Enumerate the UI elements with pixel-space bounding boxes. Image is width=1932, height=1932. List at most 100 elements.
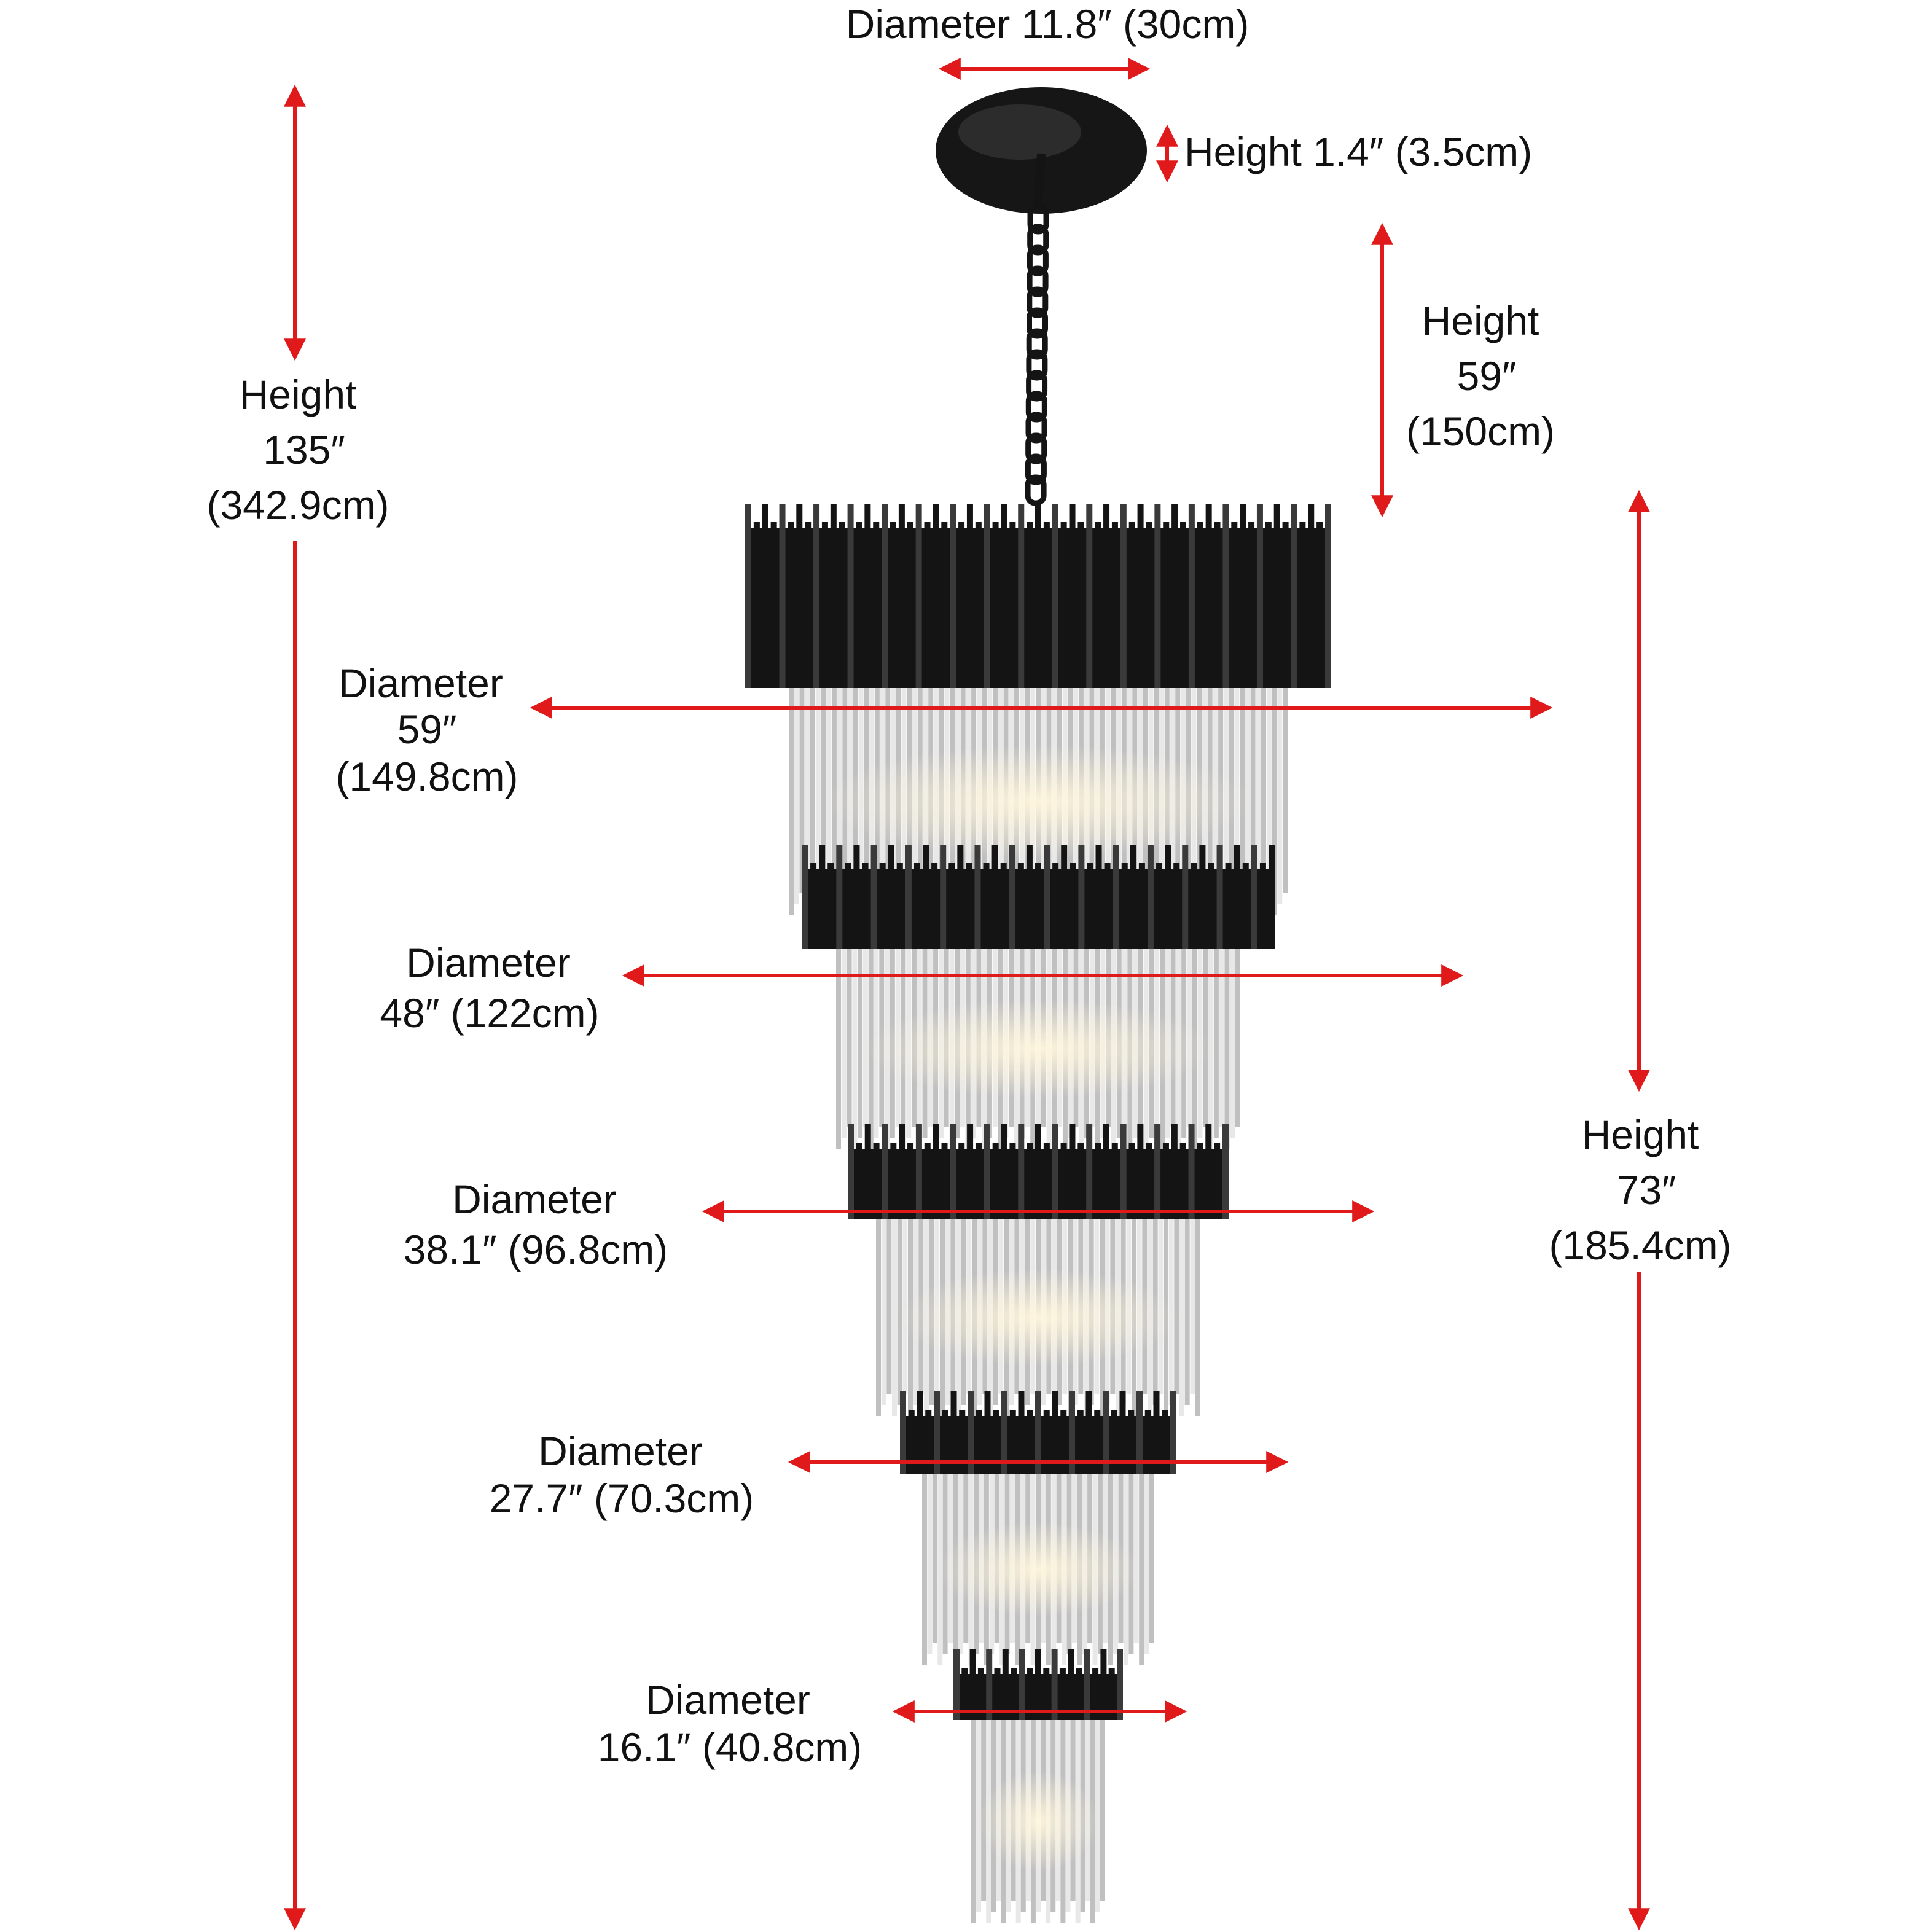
frame-rod: [870, 845, 877, 949]
frame-rod: [856, 522, 862, 688]
crystal-prism: [1184, 1207, 1190, 1405]
frame-rod: [1044, 845, 1050, 949]
frame-rod: [992, 1143, 999, 1219]
frame-rod: [961, 1668, 968, 1720]
canopy-height-label: Height 1.4″ (3.5cm): [1184, 129, 1532, 174]
frame-rod: [1240, 504, 1246, 688]
crystal-prism: [1139, 1462, 1144, 1665]
frame-rod: [1018, 1124, 1025, 1219]
crystal-prism: [1230, 937, 1235, 1138]
frame-rod: [925, 1410, 932, 1474]
frame-rod: [983, 863, 990, 949]
frame-rod: [984, 1391, 991, 1474]
tier4-diameter-label-1: Diameter: [538, 1428, 703, 1474]
chain-link: [1025, 391, 1047, 423]
canopy-diameter-label: Diameter 11.8″ (30cm): [846, 1, 1250, 47]
frame-rod: [1121, 863, 1128, 949]
frame-rod: [966, 863, 972, 949]
frame-rod: [1092, 1668, 1099, 1720]
frame-rods: [953, 1649, 1123, 1720]
total-height-label-3: (342.9cm): [206, 482, 389, 528]
crystal-prism: [1272, 676, 1277, 915]
frame-rod: [986, 1649, 993, 1720]
frame-rod: [1234, 845, 1240, 949]
frame-rod: [1069, 504, 1076, 688]
frame-rod: [1002, 1649, 1009, 1720]
frame-rod: [802, 845, 808, 949]
crystal-prism: [1261, 676, 1267, 904]
frame-rod: [1009, 1143, 1016, 1219]
frame-rod: [1043, 1668, 1050, 1720]
crystal-prism: [841, 937, 847, 1138]
frame-rod: [1259, 863, 1266, 949]
frame-rod: [977, 1668, 984, 1720]
frame-rod: [1137, 504, 1144, 688]
frame-rod: [1251, 845, 1257, 949]
frame-rod: [969, 1649, 976, 1720]
frame-rod: [1171, 1124, 1178, 1219]
crystal-prism: [799, 676, 805, 893]
frame-rod: [1136, 1391, 1143, 1474]
frame-rod: [1009, 522, 1016, 688]
light-glow: [823, 745, 1254, 859]
frame-rod: [992, 522, 999, 688]
frame-rod: [1017, 863, 1024, 949]
frame-rod: [1282, 522, 1289, 688]
frame-rod: [845, 863, 851, 949]
frame-rod: [1086, 504, 1093, 688]
frame-rod: [950, 1391, 957, 1474]
chain-height-label-1: Height: [1422, 298, 1539, 343]
crystal-prism: [1149, 1462, 1154, 1643]
chain-link: [1026, 328, 1048, 360]
crystal-prism: [821, 676, 826, 915]
frame-rod: [745, 504, 751, 688]
tier-1: [745, 504, 1331, 915]
frame-rod: [924, 522, 931, 688]
chain-link: [1025, 453, 1047, 485]
frame-rod: [1085, 1391, 1092, 1474]
chain-link: [1026, 370, 1048, 402]
frame-rod: [1035, 1124, 1041, 1219]
light-glow: [863, 999, 1213, 1099]
crystal-prism: [789, 676, 794, 915]
frame-rod: [915, 1124, 922, 1219]
frame-rod: [1043, 1410, 1050, 1474]
frame-rod: [770, 522, 777, 688]
frame-rod: [899, 1124, 905, 1219]
frame-rod: [940, 845, 947, 949]
crystal-prism: [881, 1207, 886, 1405]
frame-rod: [1027, 522, 1033, 688]
frame-rod: [1068, 1649, 1074, 1720]
frame-rod: [1069, 1391, 1075, 1474]
frame-rod: [1027, 1143, 1033, 1219]
frame-rod: [888, 845, 894, 949]
frame-rods: [745, 504, 1331, 688]
frame-rod: [819, 845, 826, 949]
tier5-diameter-label-2: 16.1″ (40.8cm): [598, 1724, 862, 1770]
crystal-prism: [1224, 937, 1230, 1149]
frame-rod: [1165, 845, 1171, 949]
frame-rod: [805, 522, 812, 688]
frame-rod: [1077, 522, 1084, 688]
frame-rod: [1051, 1649, 1058, 1720]
frame-rod: [864, 504, 871, 688]
frame-rod: [1138, 863, 1145, 949]
tier4-diameter-label-2: 27.7″ (70.3cm): [490, 1476, 754, 1521]
frame-rod: [942, 1410, 948, 1474]
crystal-prism: [1195, 1207, 1200, 1416]
total-height-label-2: 135″: [263, 427, 345, 472]
frame-rod: [821, 522, 828, 688]
frame-rod: [1197, 522, 1203, 688]
frame-rod: [1256, 504, 1263, 688]
frame-rod: [934, 1391, 940, 1474]
crystal-prism: [1133, 1462, 1139, 1643]
frame-rod: [957, 845, 964, 949]
chain-link: [1025, 432, 1047, 464]
crystal-prism: [927, 1462, 933, 1654]
frame-rod: [968, 1391, 974, 1474]
crystal-prism: [1219, 937, 1224, 1127]
frame-rod: [967, 1124, 974, 1219]
crystal-prism: [932, 1462, 937, 1643]
frame-rod: [1103, 1124, 1109, 1219]
frame-rod: [1171, 504, 1178, 688]
